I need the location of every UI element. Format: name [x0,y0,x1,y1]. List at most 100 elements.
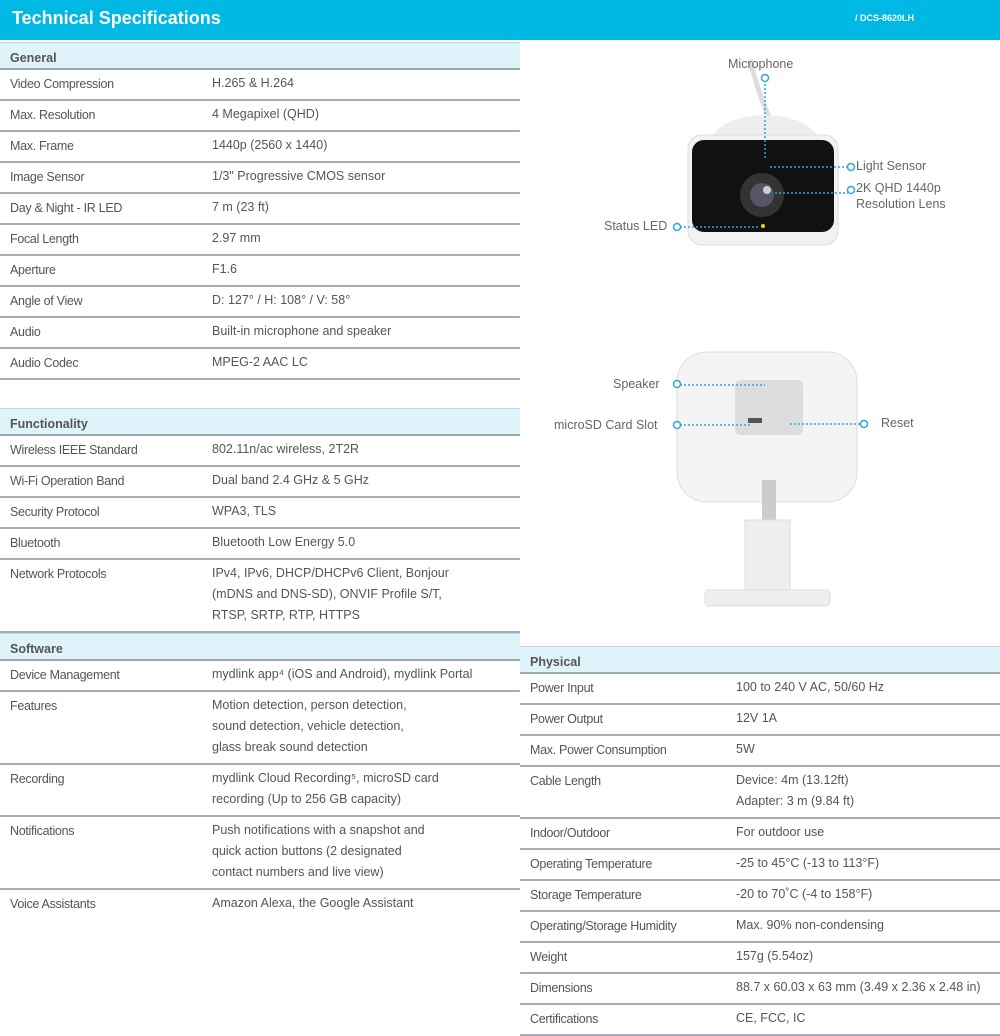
spec-row: Voice Assistants Amazon Alexa, the Google… [0,890,520,919]
spec-value: 2.97 mm [212,228,261,249]
spec-value: 1440p (2560 x 1440) [212,135,327,156]
spec-label: Power Output [530,712,603,726]
spec-value: Push notifications with a snapshot and qu… [212,820,425,883]
spec-value-line: RTSP, SRTP, RTP, HTTPS [212,608,360,622]
model-number: / DCS-8620LH [854,13,914,23]
spec-value-line: 7 m (23 ft) [212,200,269,214]
camera-illustrations [672,59,869,607]
spec-value: -25 to 45°C (-13 to 113°F) [736,853,879,874]
spec-label: Max. Power Consumption [530,743,667,757]
spec-value-line: 1/3" Progressive CMOS sensor [212,169,386,183]
callout-reset: Reset [881,416,914,430]
spec-value-line: (mDNS and DNS-SD), ONVIF Profile S/T, [212,587,442,601]
spec-label: Security Protocol [10,505,100,519]
spec-row: Operating Temperature -25 to 45°C (-13 to… [520,850,1000,881]
spec-row: Day & Night - IR LED 7 m (23 ft) [0,194,520,225]
spec-value-line: CE, FCC, IC [736,1011,806,1025]
spec-value: Amazon Alexa, the Google Assistant [212,893,414,914]
section-header: General [0,42,520,70]
spec-value-line: quick action buttons (2 designated [212,844,402,858]
spec-value: H.265 & H.264 [212,73,294,94]
spec-value: Bluetooth Low Energy 5.0 [212,532,355,553]
spec-row: Device Management mydlink app⁴ (iOS and A… [0,661,520,692]
spec-value-line: -25 to 45°C (-13 to 113°F) [736,856,880,870]
spec-value-line: Motion detection, person detection, [212,698,407,712]
spec-value-line: D: 127° / H: 108° / V: 58° [212,293,351,307]
spec-value: MPEG-2 AAC LC [212,352,308,373]
spec-label: Max. Frame [10,139,74,153]
spec-row: Max. Power Consumption 5W [520,736,1000,767]
spec-value: Built-in microphone and speaker [212,321,391,342]
callout-light-sensor: Light Sensor [856,159,927,173]
spec-value-line: 5W [736,742,755,756]
spec-value: Device: 4m (13.12ft)Adapter: 3 m (9.84 f… [736,770,854,812]
spec-label: Power Input [530,681,594,695]
spec-value: 802.11n/ac wireless, 2T2R [212,439,359,460]
spec-label: Audio Codec [10,356,79,370]
spec-label: Recording [10,772,65,786]
spec-value-line: Push notifications with a snapshot and [212,823,425,837]
spec-value-line: F1.6 [212,262,238,276]
spec-row: Audio Codec MPEG-2 AAC LC [0,349,520,380]
spec-label: Weight [530,950,567,964]
spec-row: Audio Built-in microphone and speaker [0,318,520,349]
spec-value-line: sound detection, vehicle detection, [212,719,404,733]
callout-microphone: Microphone [728,57,794,71]
spec-value-line: 1440p (2560 x 1440) [212,138,328,152]
header-bar: Technical Specifications / DCS-8620LH [0,0,1000,40]
spec-value-line: 88.7 x 60.03 x 63 mm (3.49 x 2.36 x 2.48… [736,980,981,994]
spec-label: Image Sensor [10,170,85,184]
spec-label: Indoor/Outdoor [530,826,610,840]
spec-value: 100 to 240 V AC, 50/60 Hz [736,677,884,698]
spec-value-line: mydlink Cloud Recording⁵, microSD card [212,771,439,785]
spec-value: F1.6 [212,259,237,280]
spec-value-line: Bluetooth Low Energy 5.0 [212,535,356,549]
spec-label: Aperture [10,263,56,277]
spec-value-line: -20 to 70˚C (-4 to 158°F) [736,887,873,901]
spec-value: Dual band 2.4 GHz & 5 GHz [212,470,369,491]
spec-value-line: 2.97 mm [212,231,261,245]
spec-label: Dimensions [530,981,593,995]
spec-value: D: 127° / H: 108° / V: 58° [212,290,350,311]
spec-value: WPA3, TLS [212,501,276,522]
spec-label: Day & Night - IR LED [10,201,123,215]
spec-value: IPv4, IPv6, DHCP/DHCPv6 Client, Bonjour (… [212,563,449,626]
spec-value-line: contact numbers and live view) [212,865,384,879]
spec-value: For outdoor use [736,822,824,843]
spec-value: -20 to 70˚C (-4 to 158°F) [736,884,872,905]
spec-label: Wi-Fi Operation Band [10,474,125,488]
spec-value-line: MPEG-2 AAC LC [212,355,308,369]
page-title: Technical Specifications [12,8,221,28]
camera-front-image [687,59,839,246]
spec-value: Max. 90% non-condensing [736,915,884,936]
spec-row: Recording mydlink Cloud Recording⁵, micro… [0,765,520,817]
section-header: Physical [520,646,1000,674]
spec-value-line: IPv4, IPv6, DHCP/DHCPv6 Client, Bonjour [212,566,449,580]
lens-line-1: 2K QHD 1440p [856,181,941,195]
camera-back-image [676,351,858,607]
spec-value: 4 Megapixel (QHD) [212,104,319,125]
spec-value-line: 4 Megapixel (QHD) [212,107,319,121]
spec-label: Video Compression [10,77,114,91]
spec-row: Security Protocol WPA3, TLS [0,498,520,529]
spec-value: mydlink app⁴ (iOS and Android), mydlink … [212,664,472,685]
spec-label: Operating/Storage Humidity [530,919,677,933]
spec-row: Storage Temperature-20 to 70˚C (-4 to 15… [520,881,1000,912]
spec-value-line: 100 to 240 V AC, 50/60 Hz [736,680,885,694]
spec-label: Operating Temperature [530,857,653,871]
spec-label: Device Management [10,668,120,682]
spec-value-line: Amazon Alexa, the Google Assistant [212,896,414,910]
spec-label: Audio [10,325,41,339]
spec-label: Voice Assistants [10,897,96,911]
